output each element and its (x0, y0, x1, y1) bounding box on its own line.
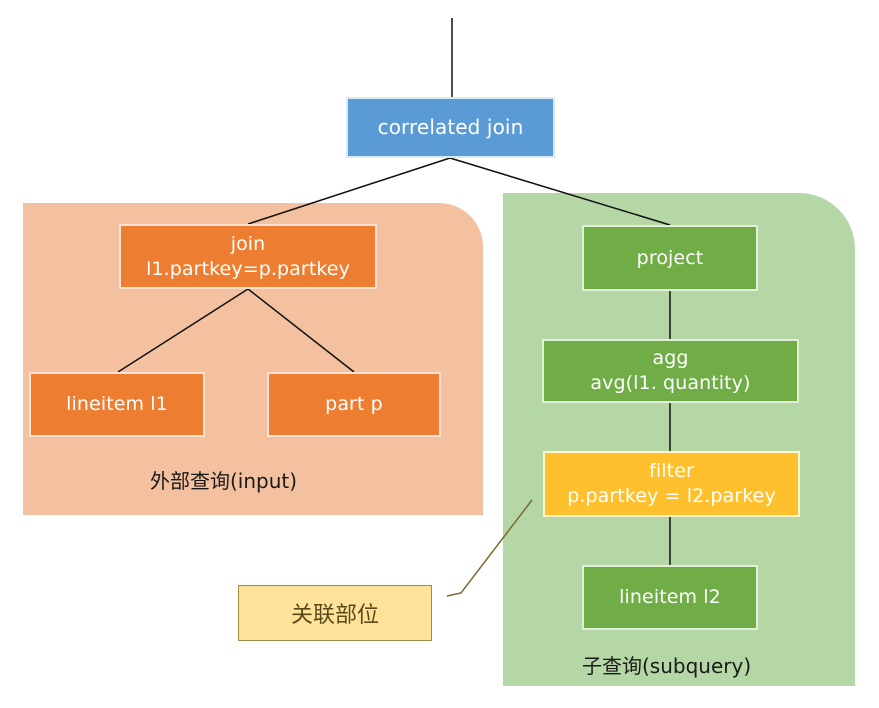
callout-label: 关联部位 (290, 603, 379, 628)
project-node[interactable]: project (582, 225, 758, 291)
lineitem-l1-label: lineitem l1 (66, 393, 168, 415)
join-node[interactable]: join l1.partkey=p.partkey (119, 224, 377, 289)
filter-title: filter (649, 460, 694, 482)
agg-title: agg (652, 347, 689, 369)
subquery-label: 子查询(subquery) (582, 654, 752, 678)
edge-correlated-join-join (247, 157, 451, 225)
callout-leader-line (446, 499, 533, 597)
join-title: join (230, 232, 266, 255)
filter-condition: p.partkey = l2.parkey (567, 485, 776, 507)
edge-join-lineitem-l1 (117, 288, 249, 373)
join-condition: l1.partkey=p.partkey (146, 257, 350, 280)
agg-expression: avg(l1. quantity) (590, 372, 751, 394)
part-p-label: part p (325, 393, 383, 415)
edge-join-part-p (247, 288, 355, 373)
correlation-callout: 关联部位 (238, 585, 432, 641)
agg-node[interactable]: agg avg(l1. quantity) (542, 339, 799, 403)
lineitem-l2-node[interactable]: lineitem l2 (582, 565, 758, 630)
lineitem-l1-node[interactable]: lineitem l1 (29, 372, 205, 437)
project-label: project (636, 246, 704, 269)
correlated-join-node[interactable]: correlated join (346, 97, 555, 158)
lineitem-l2-label: lineitem l2 (619, 586, 721, 608)
correlated-join-label: correlated join (377, 115, 524, 139)
outer-query-label: 外部查询(input) (150, 469, 298, 493)
part-p-node[interactable]: part p (267, 372, 441, 437)
filter-node[interactable]: filter p.partkey = l2.parkey (543, 451, 800, 517)
edge-correlated-join-project (449, 157, 671, 226)
